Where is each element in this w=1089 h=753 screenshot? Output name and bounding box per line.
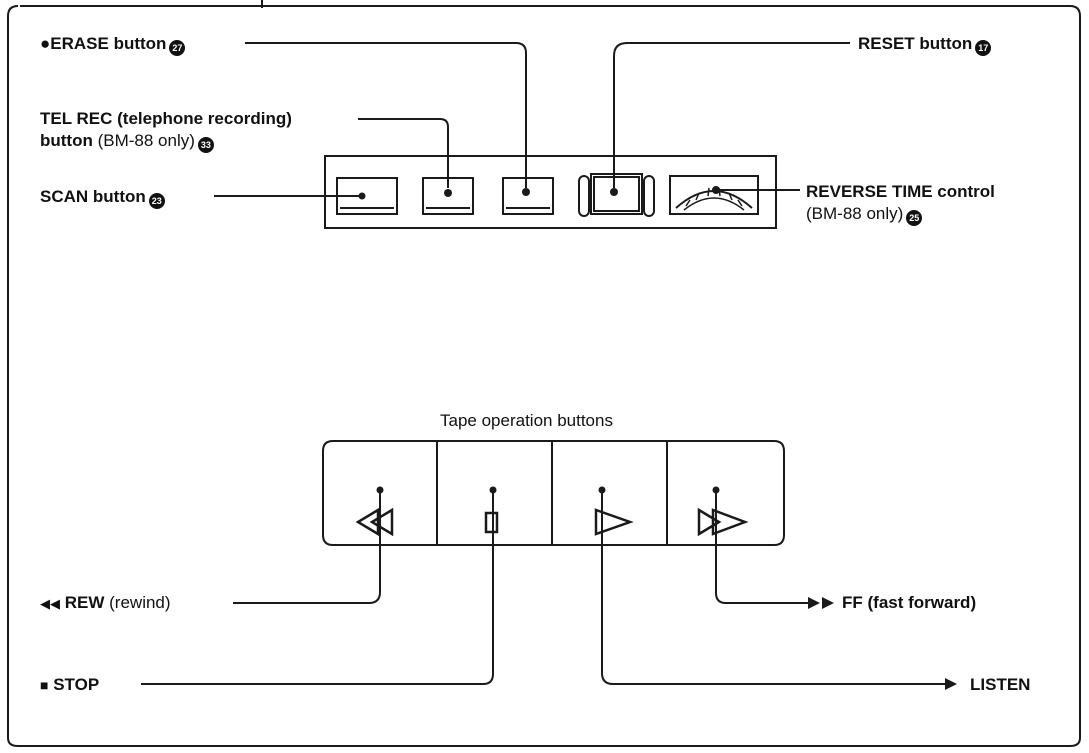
- ff-leader: [715, 490, 808, 604]
- rewind-icon: [355, 507, 394, 537]
- tape-panel: [322, 440, 785, 546]
- ff-label: FF (fast forward): [842, 593, 977, 612]
- rew-leader: [233, 490, 381, 604]
- reset-right-pill: [643, 175, 655, 217]
- erase-number-badge: 27: [169, 40, 186, 56]
- play-icon: [594, 508, 634, 536]
- rew-label: ◀◀ REW (rewind): [40, 593, 171, 612]
- tape-operation-title: Tape operation buttons: [440, 411, 613, 430]
- stop-icon: [484, 511, 499, 534]
- listen-leader: [601, 490, 945, 685]
- reverse-label-line2: (BM-88 only)25: [806, 203, 923, 226]
- reverse-dial-shape: [669, 175, 759, 215]
- telrec-label-line1: TEL REC (telephone recording): [40, 109, 292, 128]
- stop-label: ■ STOP: [40, 675, 100, 694]
- telrec-number-badge: 33: [197, 137, 214, 153]
- reverse-number-badge: 25: [906, 210, 923, 226]
- erase-bullet-icon: ●: [40, 34, 51, 53]
- reset-number-badge: 17: [975, 40, 992, 56]
- reset-leader: [613, 42, 850, 188]
- reverse-label-line1: REVERSE TIME control: [806, 182, 995, 201]
- listen-label: LISTEN: [970, 675, 1031, 694]
- erase-button-shape: [502, 177, 554, 215]
- rewind-symbol-icon: ◀◀: [40, 596, 60, 611]
- fast-forward-icon: [697, 507, 749, 537]
- stop-leader: [141, 490, 494, 685]
- control-panel: [324, 155, 777, 229]
- telrec-leader: [358, 118, 449, 188]
- reset-left-pill: [578, 175, 590, 217]
- outer-frame: [7, 5, 1081, 747]
- listen-arrowhead: [945, 678, 957, 690]
- erase-leader: [245, 42, 527, 188]
- stop-symbol-icon: ■: [40, 677, 49, 693]
- reset-button-shape: [590, 173, 643, 215]
- ff-arrowhead: [808, 597, 820, 609]
- scan-number-badge: 23: [148, 193, 165, 209]
- telrec-label-line2: button (BM-88 only)33: [40, 130, 214, 153]
